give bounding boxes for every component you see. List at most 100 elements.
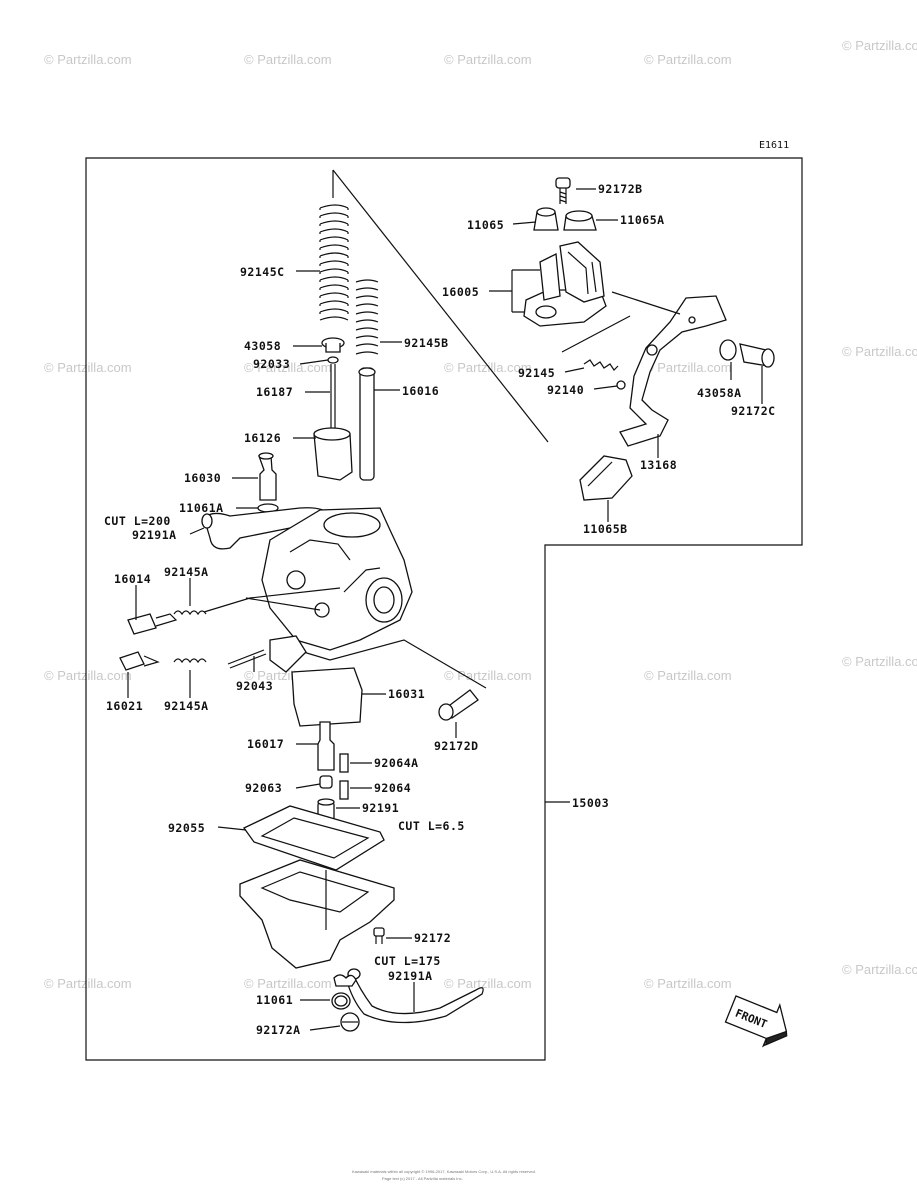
lever-pivot-shape xyxy=(646,344,658,356)
part-label: 92172D xyxy=(434,739,479,753)
pilot-screw-shape xyxy=(127,613,157,635)
part-label: 92172C xyxy=(731,404,776,418)
leader-line xyxy=(295,783,321,789)
part-label: 92191 xyxy=(362,801,399,815)
rod-shape xyxy=(359,367,375,481)
spring-shape xyxy=(173,610,207,616)
air-screw-fitting-shape xyxy=(258,455,277,501)
lever-shape xyxy=(619,295,727,447)
watermark: © Partzilla.com xyxy=(444,668,532,683)
leader-line xyxy=(309,1025,341,1031)
pedal-pad-edge-shape xyxy=(587,461,613,487)
carburetor-body xyxy=(119,507,487,1032)
drain-spring-shape xyxy=(333,974,357,987)
gasket-inner-shape xyxy=(260,817,370,859)
lever-hole-shape xyxy=(688,316,696,324)
footer-copyright: Page text (c) 2017 - All Partzilla mater… xyxy=(382,1176,463,1181)
cap-top-shape xyxy=(536,207,556,217)
leader-line xyxy=(217,826,247,831)
leader-line xyxy=(512,221,537,225)
watermark: © Partzilla.com xyxy=(244,976,332,991)
part-label: 16005 xyxy=(442,285,479,299)
watermark: © Partzilla.com xyxy=(44,976,132,991)
float-bowl-inner-shape xyxy=(260,871,370,913)
part-label: 92145A xyxy=(164,565,209,579)
float-bowl-shape xyxy=(239,859,395,969)
part-label: 92191A xyxy=(132,528,177,542)
watermark: © Partzilla.com xyxy=(244,360,332,375)
part-label: 11061A xyxy=(179,501,224,515)
leader-line xyxy=(189,527,205,535)
part-label: 16014 xyxy=(114,572,151,586)
carb-detail-shape xyxy=(289,539,381,593)
fitting-top-shape xyxy=(258,452,274,460)
watermark: © Partzilla.com xyxy=(842,962,917,977)
screw-head-shape xyxy=(373,927,385,937)
jet-needle-shape xyxy=(330,364,336,428)
part-label: 92191A xyxy=(388,969,433,983)
ball-shape xyxy=(616,380,626,390)
part-label: 92172 xyxy=(414,931,451,945)
part-label: 11061 xyxy=(256,993,293,1007)
float-arm-shape xyxy=(269,635,307,673)
cut-length-label: CUT L=200 xyxy=(104,514,171,528)
bracket-detail-shape xyxy=(567,251,597,295)
watermark: © Partzilla.com xyxy=(842,38,917,53)
watermarks: © Partzilla.com © Partzilla.com © Partzi… xyxy=(44,38,917,991)
part-label: 92140 xyxy=(547,383,584,397)
needle-valve-shape xyxy=(317,721,335,771)
assembly-leader-shape xyxy=(203,587,487,689)
part-label: 11065 xyxy=(467,218,504,232)
part-label: 11065A xyxy=(620,213,665,227)
float-shape xyxy=(291,667,363,727)
rod-top-shape xyxy=(358,367,376,377)
part-label: 92033 xyxy=(253,357,290,371)
watermark: © Partzilla.com xyxy=(644,976,732,991)
watermark: © Partzilla.com xyxy=(644,52,732,67)
cut-length-label: CUT L=6.5 xyxy=(398,819,465,833)
drain-hose-shape xyxy=(345,970,484,1024)
watermark: © Partzilla.com xyxy=(842,654,917,669)
part-label: 16021 xyxy=(106,699,143,713)
pedal-pad-shape xyxy=(579,455,633,501)
leader-line xyxy=(489,269,540,313)
cut-length-label: CUT L=175 xyxy=(374,954,441,968)
retainer-body-shape xyxy=(325,343,341,353)
connector-line xyxy=(611,291,681,315)
throttle-valve-shape xyxy=(313,433,353,481)
screw-head-shape xyxy=(555,177,571,189)
front-direction-arrow: FRONT xyxy=(724,995,788,1048)
spring-edge-shape xyxy=(319,208,349,320)
clip-shape xyxy=(327,356,339,364)
spring-shape xyxy=(173,658,207,664)
part-label: 92145C xyxy=(240,265,285,279)
watermark: © Partzilla.com xyxy=(644,668,732,683)
bracket-arm-shape xyxy=(539,252,561,301)
hose-end-shape xyxy=(201,513,213,529)
gasket-shape xyxy=(243,805,385,871)
carb-port-shape xyxy=(286,570,306,590)
leader-line xyxy=(299,359,329,365)
screw-thread-shape xyxy=(375,936,383,944)
collar-shape xyxy=(719,339,737,361)
cap-top-shape xyxy=(565,210,593,222)
connector-line xyxy=(561,315,631,353)
footer-copyright: Kawasaki materials within all copyright … xyxy=(352,1169,536,1174)
screw-head-shape xyxy=(438,703,454,721)
part-label: 92064A xyxy=(374,756,419,770)
watermark: © Partzilla.com xyxy=(842,344,917,359)
watermark: © Partzilla.com xyxy=(44,360,132,375)
part-label: 92043 xyxy=(236,679,273,693)
part-label: 16031 xyxy=(388,687,425,701)
float-pin-shape xyxy=(227,649,267,669)
part-label: 16030 xyxy=(184,471,221,485)
leader-line xyxy=(593,385,618,390)
part-label: 92172B xyxy=(598,182,643,196)
part-label: 43058A xyxy=(697,386,742,400)
watermark: © Partzilla.com xyxy=(244,52,332,67)
screw-thread-shape xyxy=(559,188,567,204)
part-label: 92145B xyxy=(404,336,449,350)
diagram-frame xyxy=(85,157,803,1061)
part-label: 16126 xyxy=(244,431,281,445)
